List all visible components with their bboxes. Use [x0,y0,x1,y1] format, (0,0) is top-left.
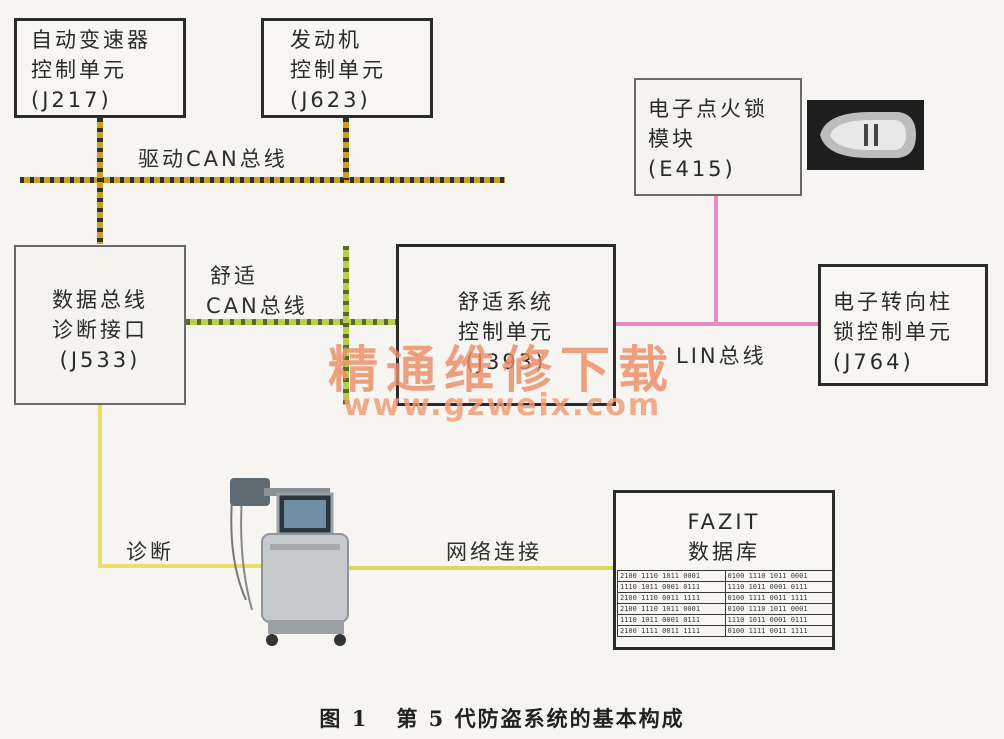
diagnostic-tester-icon [230,478,349,646]
box-line: 发动机 [290,28,362,52]
box-line: (E415) [648,157,736,181]
database-cell: 2100 1110 0011 1111 [617,592,726,604]
comfort-can-bus [186,246,396,405]
engine-control-unit-box: 发动机 控制单元 (J623) [261,18,433,118]
gateway-diagnostic-interface-box: 数据总线 诊断接口 (J533) [14,245,186,405]
database-cell: 2100 1110 1011 0001 [617,570,726,582]
caption-figure-number: 图 1 [319,706,369,731]
box-line: 控制单元 [31,58,127,82]
box-line: 电子点火锁 [648,97,768,121]
figure-caption: 图 1 第 5 代防盗系统的基本构成 [0,703,1004,733]
network-connection-label: 网络连接 [446,540,542,564]
ignition-lock-module-box: 电子点火锁 模块 (E415) [634,78,802,196]
drive-can-label: 驱动CAN总线 [138,147,288,171]
database-cell: 1110 1011 0001 0111 [617,581,726,593]
box-line: 锁控制单元 [833,320,953,344]
database-cell: 0100 1111 0011 1111 [724,625,833,637]
database-cell: 0100 1110 1011 0001 [724,570,833,582]
box-line: 数据库 [688,540,760,564]
box-line: 数据总线 [52,288,148,312]
drive-can-bus [20,118,505,244]
box-line: FAZIT [687,510,761,534]
lin-bus-label: LIN总线 [676,344,767,368]
database-cell: 1110 1011 0001 0111 [617,614,726,626]
caption-text: 第 5 代防盗系统的基本构成 [396,706,685,731]
steering-column-lock-unit-box: 电子转向柱 锁控制单元 (J764) [818,264,988,386]
comfort-can-label-line1: 舒适 [210,264,258,288]
box-line: 控制单元 [458,320,554,344]
box-line: (J393) [465,350,547,374]
box-line: 诊断接口 [52,318,148,342]
database-cell: 1110 1011 0001 0111 [724,614,833,626]
box-line: (J623) [290,88,371,112]
comfort-system-control-unit-box: 舒适系统 控制单元 (J393) [396,244,616,406]
box-line: 模块 [648,127,696,151]
database-cell: 0100 1111 0011 1111 [724,592,833,604]
box-line: 电子转向柱 [833,290,953,314]
diagnosis-label: 诊断 [126,540,174,564]
transmission-control-unit-box: 自动变速器 控制单元 (J217) [14,18,186,118]
box-line: 控制单元 [290,58,386,82]
box-line: (J764) [833,350,914,374]
box-line: (J533) [59,348,141,372]
database-cell: 2100 1110 1011 0001 [617,603,726,615]
database-cell: 0100 1110 1011 0001 [724,603,833,615]
box-line: (J217) [31,88,112,112]
lin-bus [616,196,820,326]
box-line: 自动变速器 [31,28,151,52]
database-cell: 2100 1111 0011 1111 [617,625,726,637]
comfort-can-label-line2: CAN总线 [206,294,308,318]
database-cell: 1110 1011 0001 0111 [724,581,833,593]
box-line: 舒适系统 [458,290,554,314]
ignition-key-icon [807,100,924,170]
